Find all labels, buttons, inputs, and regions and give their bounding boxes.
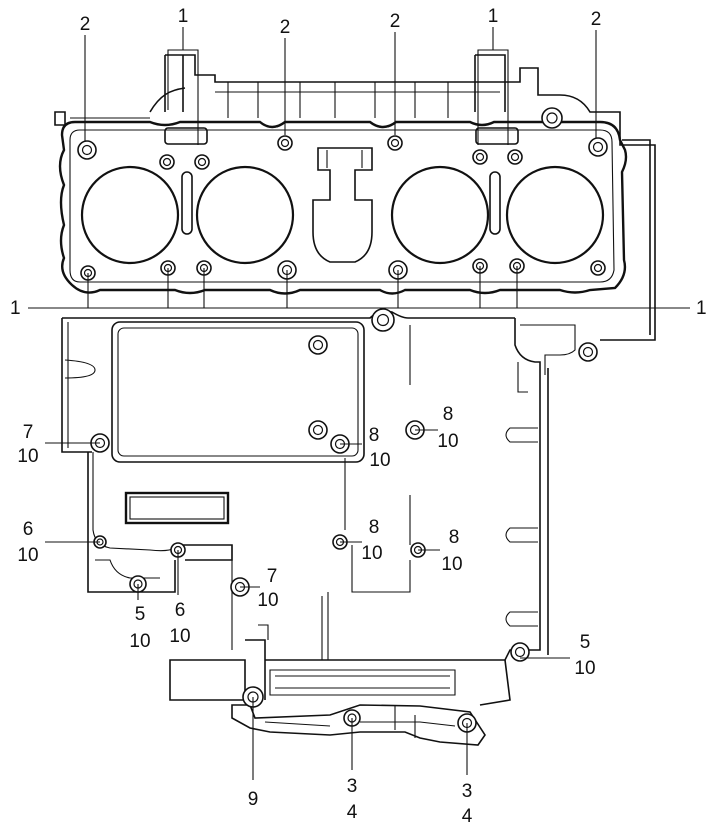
callout-1-top-right: 1 [488,6,499,27]
callout-2-b: 2 [280,17,291,38]
oil-level-window [124,491,230,525]
callout-4-b: 4 [462,806,473,827]
callout-2-a: 2 [80,14,91,35]
callout-8-b: 8 [369,425,380,446]
crankcase-body [61,310,576,746]
callout-9: 9 [248,789,259,810]
cylinder-bore-1 [80,165,180,265]
callout-10-8-d: 10 [441,554,462,575]
callout-3-a: 3 [347,776,358,797]
callout-3-b: 3 [462,781,473,802]
callout-10-8-c: 10 [361,543,382,564]
head-gasket [54,54,656,341]
callout-10-7-left: 10 [17,446,38,467]
callout-7-mid: 7 [267,566,278,587]
callout-2-d: 2 [591,9,602,30]
callout-5-right: 5 [580,632,591,653]
callout-8-c: 8 [369,517,380,538]
callout-10-5-right: 10 [574,658,595,679]
callout-5-left: 5 [135,604,146,625]
callout-8-a: 8 [443,404,454,425]
callout-10-8-b: 10 [369,450,390,471]
callout-6-left: 6 [23,519,34,540]
callout-1-right: 1 [696,298,707,319]
callout-8-d: 8 [449,527,460,548]
callout-1-left: 1 [10,298,21,319]
callout-labels: 1 1 2 2 2 2 1 1 7 10 8 10 8 10 6 10 8 10… [10,6,707,827]
cylinder-bore-2 [195,165,295,265]
callout-10-6-mid: 10 [169,626,190,647]
callout-6-mid: 6 [175,600,186,621]
leader-lines [28,27,690,780]
callout-2-c: 2 [390,11,401,32]
callout-4-a: 4 [347,802,358,823]
oil-pan-window [111,321,365,463]
callout-10-8-a: 10 [437,431,458,452]
callout-10-5-left: 10 [129,631,150,652]
cylinder-bore-4 [505,165,605,265]
crankcase-bolt-holes [90,308,598,733]
callout-10-7-mid: 10 [257,590,278,611]
cylinder-bore-3 [390,165,490,265]
callout-10-6-left: 10 [17,545,38,566]
callout-7-left: 7 [23,422,34,443]
callout-1-top-left: 1 [178,6,189,27]
